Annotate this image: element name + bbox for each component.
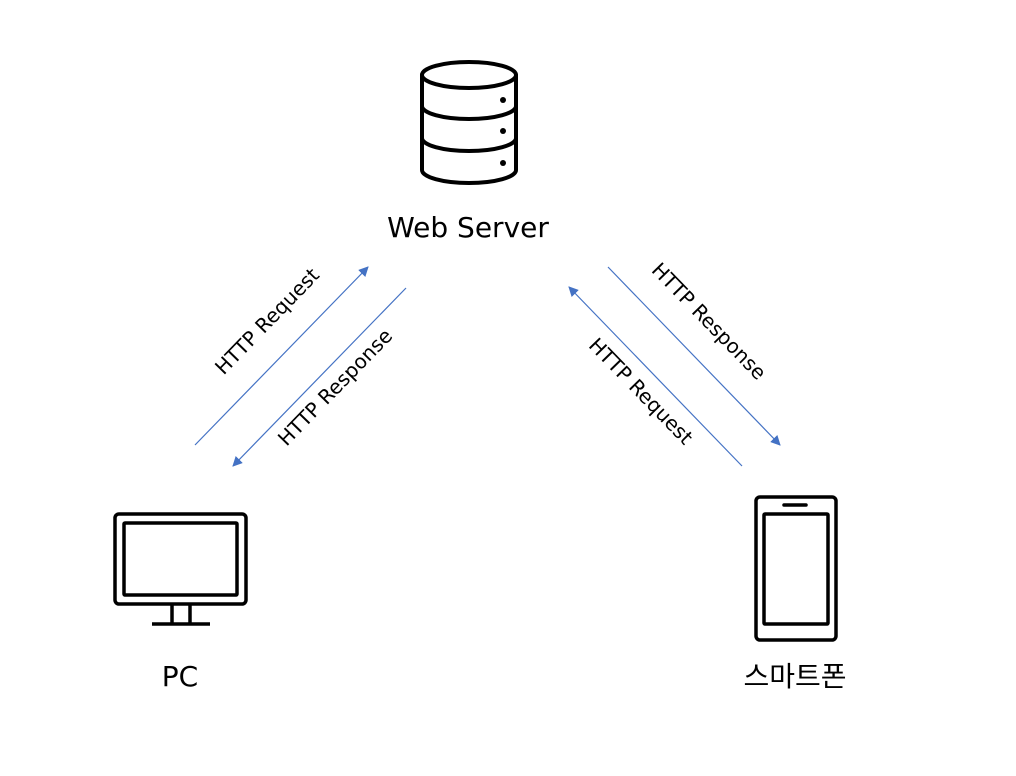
monitor-icon bbox=[113, 512, 248, 626]
pc-response-label: HTTP Response bbox=[273, 324, 397, 451]
smartphone-icon bbox=[754, 495, 838, 642]
phone-label: 스마트폰 bbox=[743, 660, 846, 693]
server-label: Web Server bbox=[387, 211, 549, 244]
phone-response-arrow bbox=[607, 266, 781, 446]
server-icon bbox=[420, 60, 518, 185]
pc-request-label: HTTP Request bbox=[210, 263, 324, 379]
phone-response-label: HTTP Response bbox=[647, 258, 771, 385]
phone-request-arrow bbox=[568, 286, 743, 467]
pc-response-arrow bbox=[232, 287, 407, 467]
pc-request-arrow bbox=[194, 266, 369, 446]
phone-request-label: HTTP Request bbox=[584, 333, 698, 449]
pc-label: PC bbox=[162, 660, 198, 693]
